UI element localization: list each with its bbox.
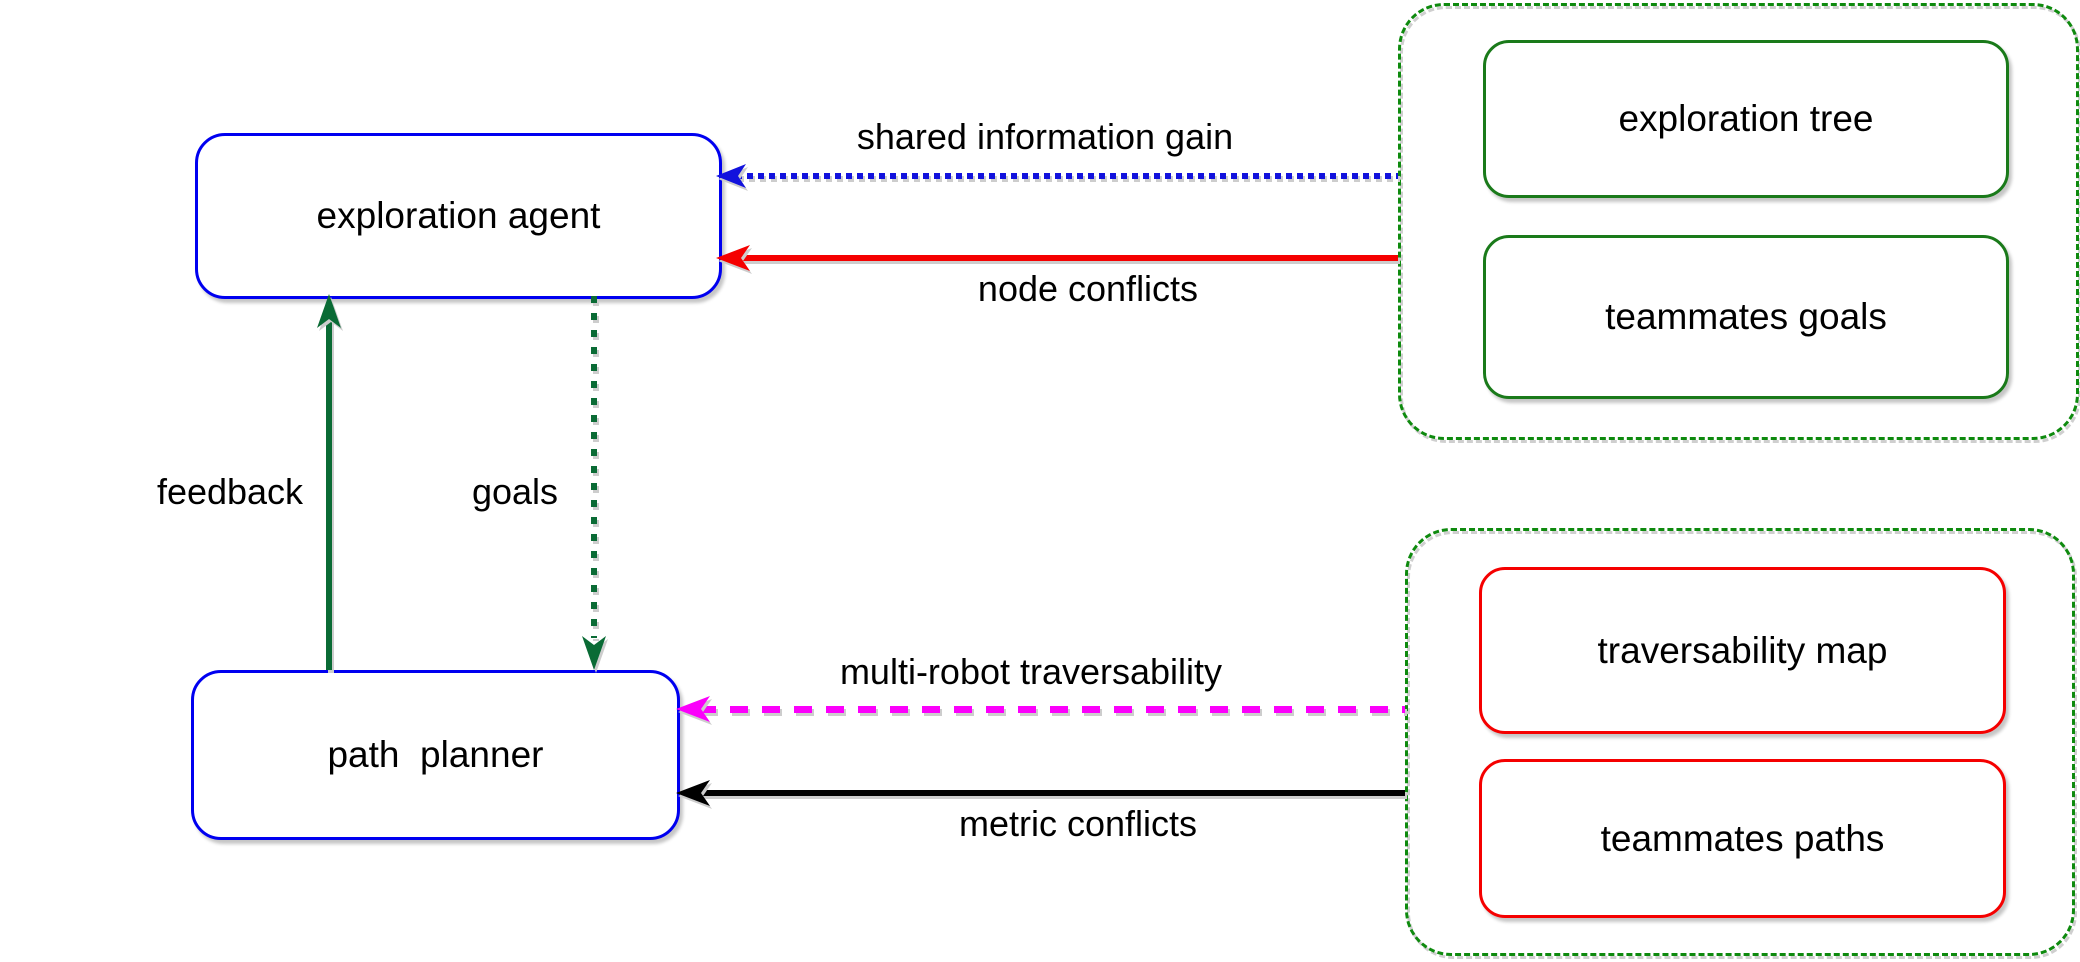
node-teammates-paths-label: teammates paths xyxy=(1600,817,1885,859)
edge-shared-information-gain-line xyxy=(736,173,1398,179)
node-teammates-goals-label: teammates goals xyxy=(1605,296,1887,337)
node-traversability-map-label: traversability map xyxy=(1597,629,1888,671)
edge-feedback-line xyxy=(326,320,332,670)
node-teammates-paths: teammates paths xyxy=(1479,759,2006,918)
node-path-planner: path planner xyxy=(191,670,680,840)
edge-goals-line xyxy=(591,296,597,638)
arrowhead-left-icon xyxy=(716,164,746,188)
edge-label-multi-robot-traversability: multi-robot traversability xyxy=(839,651,1223,692)
edge-multi-robot-traversability-line xyxy=(698,706,1405,713)
arrowhead-left-icon xyxy=(676,780,710,806)
node-traversability-map: traversability map xyxy=(1479,567,2006,734)
group-planning-shared-data xyxy=(1405,528,2075,956)
arrowhead-left-icon xyxy=(716,245,750,271)
edge-node-conflicts-line xyxy=(740,255,1398,261)
edge-label-goals: goals xyxy=(471,471,559,512)
edge-label-shared-information-gain: shared information gain xyxy=(856,116,1234,157)
node-exploration-tree-label: exploration tree xyxy=(1618,98,1874,139)
edge-label-node-conflicts: node conflicts xyxy=(977,268,1199,309)
node-teammates-goals: teammates goals xyxy=(1483,235,2009,399)
group-exploration-shared-data xyxy=(1398,3,2079,440)
node-exploration-agent: exploration agent xyxy=(195,133,722,299)
arrowhead-up-icon xyxy=(317,294,341,328)
arrowhead-down-icon xyxy=(582,636,606,670)
edge-label-metric-conflicts: metric conflicts xyxy=(958,803,1198,844)
node-exploration-tree: exploration tree xyxy=(1483,40,2009,198)
arrowhead-left-icon xyxy=(676,696,710,722)
edge-metric-conflicts-line xyxy=(700,790,1405,796)
edge-label-feedback: feedback xyxy=(156,471,304,512)
node-exploration-agent-label: exploration agent xyxy=(316,195,601,236)
node-path-planner-label: path planner xyxy=(327,734,544,775)
